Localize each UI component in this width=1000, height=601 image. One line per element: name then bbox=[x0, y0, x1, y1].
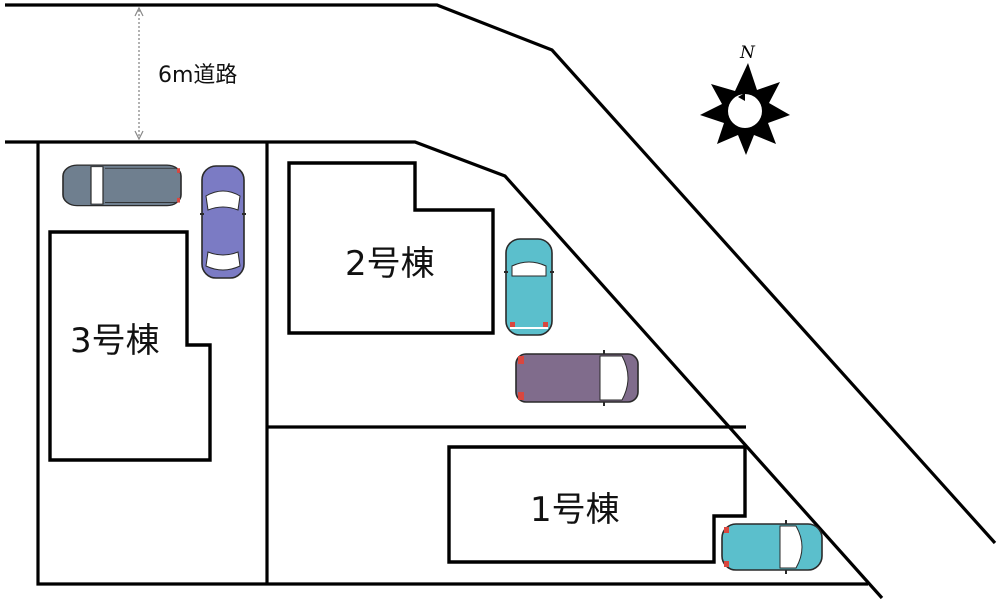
road-far-edge bbox=[5, 3, 997, 545]
building-3-label: 3号棟 bbox=[70, 321, 160, 361]
parked-car-sedan-blue bbox=[200, 165, 246, 279]
building-1-label: 1号棟 bbox=[530, 490, 620, 530]
building-1-footprint bbox=[447, 445, 747, 564]
parked-car-minivan-purple bbox=[515, 350, 639, 406]
road-label: 6m道路 bbox=[158, 63, 237, 88]
building-2-footprint bbox=[287, 161, 495, 335]
north-compass-star-icon bbox=[700, 63, 790, 155]
road-width-dimension bbox=[134, 6, 144, 141]
parked-car-compact-cyan-lot2 bbox=[504, 238, 554, 336]
building-3-footprint bbox=[48, 230, 212, 462]
road-near-edge bbox=[5, 140, 884, 600]
building-2-label: 2号棟 bbox=[345, 244, 435, 284]
north-label: N bbox=[739, 43, 756, 63]
parked-car-wagon-gray bbox=[62, 164, 182, 207]
lot-outer-boundary bbox=[36, 142, 868, 586]
parked-car-compact-cyan-lot1 bbox=[721, 520, 823, 574]
